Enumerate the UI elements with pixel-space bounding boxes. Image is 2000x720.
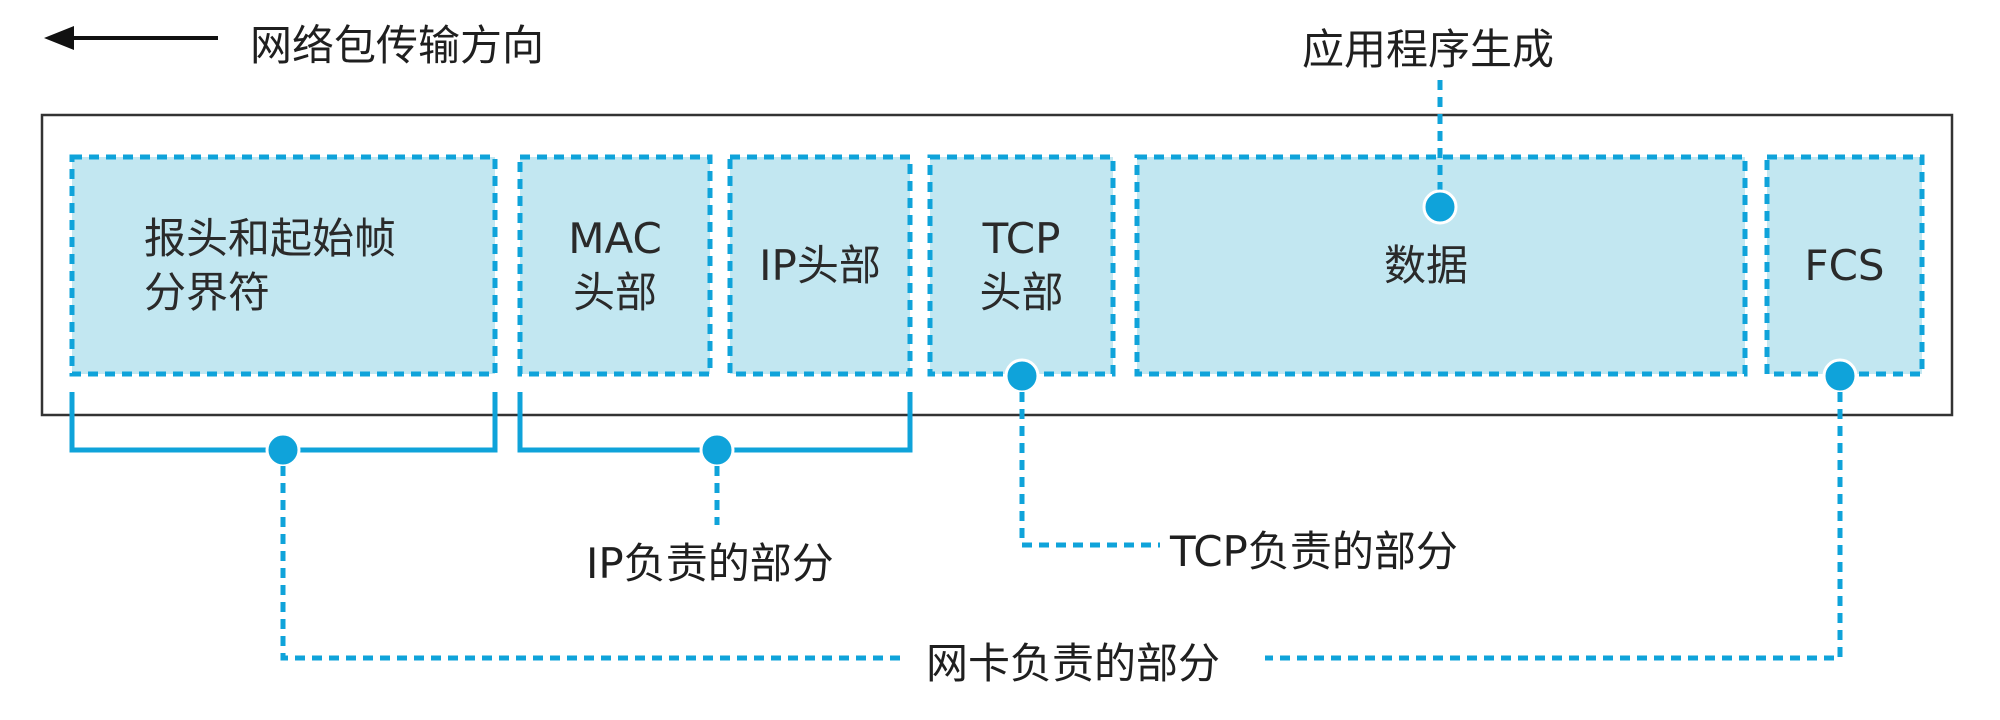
segment-tcp-line2: 头部 <box>979 267 1064 317</box>
ip-bracket-dot <box>699 432 735 468</box>
app-generated-label: 应用程序生成 <box>1302 25 1555 74</box>
segment-preamble-label: 报头和起始帧 分界符 <box>72 157 495 374</box>
segment-ip-box <box>727 154 913 377</box>
direction-label: 网络包传输方向 <box>250 21 545 70</box>
segment-mac-line1: MAC <box>568 213 662 263</box>
packet-frame <box>40 113 1954 417</box>
app-dot <box>1422 189 1458 225</box>
segment-mac-label: MAC 头部 <box>520 157 710 374</box>
segment-mac-box <box>517 154 713 377</box>
segment-preamble-box <box>69 154 498 377</box>
segment-mac-line2: 头部 <box>572 267 657 317</box>
segment-ip-line1: IP头部 <box>759 240 881 290</box>
nic-connector-right <box>1265 392 1843 661</box>
segment-preamble-line2: 分界符 <box>144 267 271 317</box>
segment-tcp-line1: TCP <box>982 213 1061 263</box>
ip-responsibility-label: IP负责的部分 <box>578 530 842 591</box>
segment-preamble-line1: 报头和起始帧 <box>144 213 397 263</box>
segment-fcs-box <box>1764 154 1925 377</box>
segment-data-label: 数据 <box>1137 157 1745 374</box>
tcp-connector <box>1019 392 1160 548</box>
nic-responsibility-label: 网卡负责的部分 <box>918 630 1229 691</box>
tcp-responsibility-label: TCP负责的部分 <box>1162 518 1466 579</box>
nic-connector-left <box>280 466 905 661</box>
segment-tcp-box <box>927 154 1116 377</box>
segment-tcp-label: TCP 头部 <box>930 157 1113 374</box>
segment-data-line1: 数据 <box>1384 240 1469 290</box>
nic-bracket-dot <box>265 432 301 468</box>
direction-arrow <box>44 26 218 50</box>
segment-ip-label: IP头部 <box>730 157 910 374</box>
segment-fcs-line1: FCS <box>1804 240 1885 290</box>
segment-fcs-label: FCS <box>1767 157 1922 374</box>
